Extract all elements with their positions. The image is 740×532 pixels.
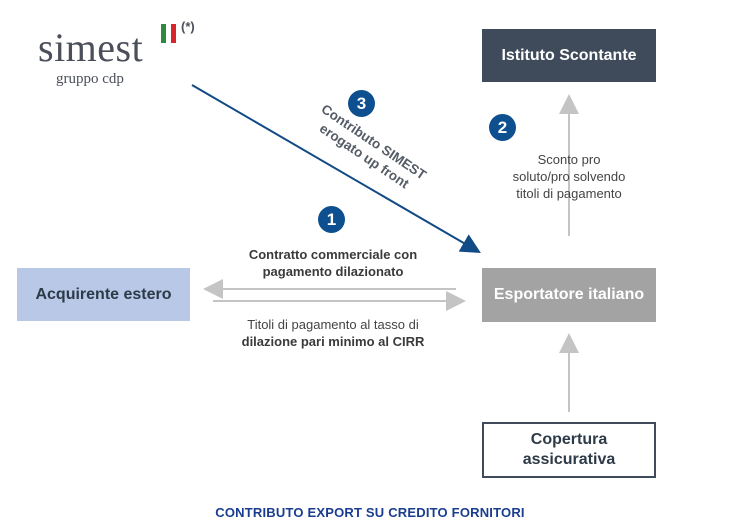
step-1-line-2: pagamento dilazionato xyxy=(262,264,404,279)
node-esportatore-italiano: Esportatore italiano xyxy=(482,268,656,322)
payment-note-line-1: Titoli di pagamento al tasso di xyxy=(247,317,419,332)
step-2-line-2: soluto/pro solvendo xyxy=(512,169,626,184)
italian-flag-icon xyxy=(161,24,176,43)
step-1-badge: 1 xyxy=(318,206,345,233)
payment-note-line-2: dilazione pari minimo al CIRR xyxy=(241,334,425,349)
step-1-line-1: Contratto commerciale con xyxy=(248,247,418,262)
node-istituto-scontante: Istituto Scontante xyxy=(482,29,656,82)
logo-subtitle: gruppo cdp xyxy=(56,71,124,87)
step-2-line-1: Sconto pro xyxy=(537,152,601,167)
step-1-label: Contratto commerciale con pagamento dila… xyxy=(218,246,448,280)
step-2-badge: 2 xyxy=(489,114,516,141)
payment-note: Titoli di pagamento al tasso di dilazion… xyxy=(208,316,458,350)
step-2-line-3: titoli di pagamento xyxy=(516,186,622,201)
node-copertura-assicurativa: Copertura assicurativa xyxy=(482,422,656,478)
asterisk-note: (*) xyxy=(181,19,195,34)
step-3-badge: 3 xyxy=(348,90,375,117)
step-2-label: Sconto pro soluto/pro solvendo titoli di… xyxy=(494,151,644,202)
simest-logo-word: simest xyxy=(38,25,144,70)
node-acquirente-estero: Acquirente estero xyxy=(17,268,190,321)
diagram-title: CONTRIBUTO EXPORT SU CREDITO FORNITORI xyxy=(215,505,525,520)
arrow-simest-to-esportatore xyxy=(191,84,481,254)
